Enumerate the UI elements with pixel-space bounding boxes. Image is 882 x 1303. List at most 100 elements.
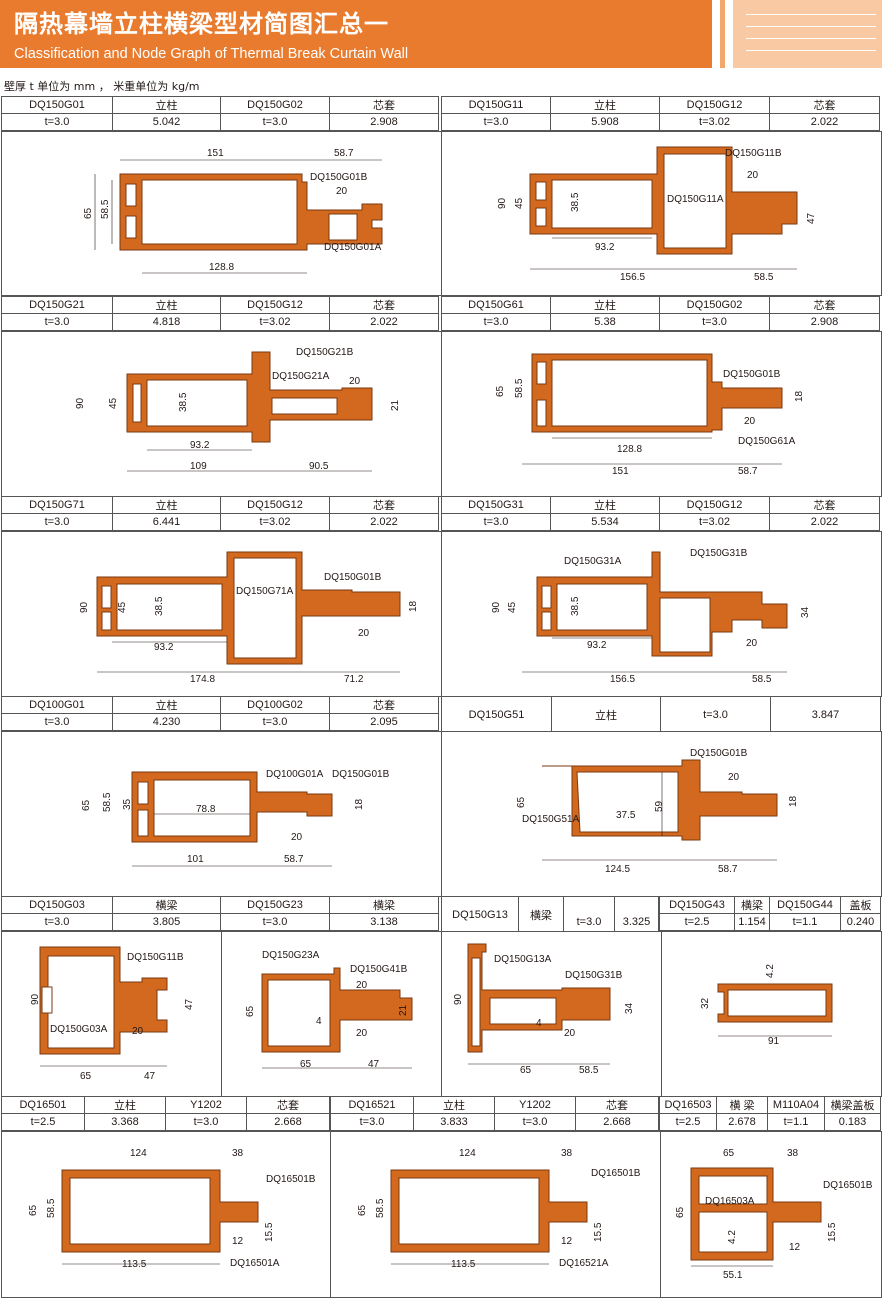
type-cell: 盖板 bbox=[840, 896, 881, 914]
spec-table-dq150g13: DQ150G13 横梁 t=3.0 3.325 bbox=[441, 896, 659, 933]
weight-cell: 3.138 bbox=[329, 913, 439, 931]
dim-label: 20 bbox=[746, 638, 758, 649]
dim-label: 4 bbox=[536, 1018, 542, 1029]
type-cell: 横梁 bbox=[329, 896, 439, 914]
model-cell: DQ150G03 bbox=[1, 896, 113, 914]
type-cell: 横梁 bbox=[112, 896, 221, 914]
thickness-cell: t=3.0 bbox=[330, 1113, 414, 1131]
dim-label: 65 bbox=[300, 1059, 312, 1070]
thickness-cell: t=3.0 bbox=[660, 696, 771, 733]
dim-label: 20 bbox=[358, 628, 370, 639]
type-cell: 芯套 bbox=[769, 96, 880, 114]
thickness-cell: t=3.0 bbox=[220, 913, 330, 931]
part-label: DQ150G13A bbox=[494, 954, 552, 965]
profile-drawing: 124 38 DQ16501B 65 58.5 12 15.5 113.5 DQ… bbox=[28, 1148, 316, 1270]
dim-label: 58.5 bbox=[752, 674, 772, 685]
dim-label: 65 bbox=[81, 799, 92, 811]
spec-table-dq16501: DQ16501 立柱 Y1202 芯套 t=2.5 3.368 t=3.0 2.… bbox=[1, 1096, 330, 1131]
part-label: DQ150G71A bbox=[236, 586, 294, 597]
model-cell: DQ16501 bbox=[1, 1096, 85, 1114]
spec-table-dq100g01: DQ100G01 立柱 DQ100G02 芯套 t=3.0 4.230 t=3.… bbox=[1, 696, 439, 731]
model-cell: DQ150G01 bbox=[1, 96, 113, 114]
dim-label: 71.2 bbox=[344, 674, 364, 685]
model-cell: DQ16521 bbox=[330, 1096, 414, 1114]
dim-label: 47 bbox=[144, 1071, 156, 1082]
dim-label: 58.5 bbox=[579, 1065, 599, 1076]
dim-label: 90 bbox=[491, 601, 502, 613]
weight-cell: 6.441 bbox=[112, 513, 221, 531]
dim-label: 45 bbox=[108, 397, 119, 409]
weight-cell: 5.534 bbox=[550, 513, 660, 531]
thickness-cell: t=3.0 bbox=[165, 1113, 247, 1131]
model-cell: DQ150G31 bbox=[441, 496, 551, 514]
dim-label: 18 bbox=[788, 795, 799, 807]
type-cell: 立柱 bbox=[550, 496, 660, 514]
model-cell: DQ150G44 bbox=[769, 896, 841, 914]
part-label: DQ150G51A bbox=[522, 814, 580, 825]
dim-label: 18 bbox=[408, 600, 419, 612]
dim-label: 78.8 bbox=[196, 804, 216, 815]
type-cell: 芯套 bbox=[329, 96, 439, 114]
thickness-cell: t=3.0 bbox=[563, 896, 615, 933]
weight-cell: 2.908 bbox=[769, 313, 880, 331]
dim-label: 45 bbox=[514, 197, 525, 209]
part-label: DQ150G11B bbox=[127, 952, 184, 963]
weight-cell: 2.022 bbox=[769, 513, 880, 531]
thickness-cell: t=3.02 bbox=[659, 513, 770, 531]
type-cell: 横梁 bbox=[734, 896, 770, 914]
dim-label: 124 bbox=[459, 1148, 476, 1159]
type-cell: 芯套 bbox=[246, 1096, 330, 1114]
dim-label: 47 bbox=[184, 998, 195, 1010]
dim-label: 113.5 bbox=[451, 1259, 476, 1270]
dim-label: 32 bbox=[700, 997, 711, 1009]
type-cell: 立柱 bbox=[112, 296, 221, 314]
dim-label: 90 bbox=[75, 397, 86, 409]
thickness-cell: t=3.02 bbox=[659, 113, 770, 131]
dim-label: 65 bbox=[245, 1005, 256, 1017]
model-cell: DQ150G12 bbox=[220, 296, 330, 314]
thickness-cell: t=2.5 bbox=[1, 1113, 85, 1131]
part-label: DQ150G21A bbox=[272, 371, 330, 382]
dim-label: 90.5 bbox=[309, 461, 329, 472]
unit-note: 壁厚 t 单位为 mm ， 米重单位为 kg/m bbox=[4, 80, 200, 93]
part-label: DQ150G31A bbox=[564, 556, 622, 567]
dim-label: 58.7 bbox=[738, 466, 758, 477]
dim-label: 65 bbox=[520, 1065, 532, 1076]
dim-label: 65 bbox=[495, 385, 506, 397]
dim-label: 156.5 bbox=[610, 674, 635, 685]
type-cell: 芯套 bbox=[575, 1096, 659, 1114]
type-cell: 立柱 bbox=[84, 1096, 166, 1114]
weight-cell: 4.230 bbox=[112, 713, 221, 731]
weight-cell: 2.668 bbox=[575, 1113, 659, 1131]
weight-cell: 3.325 bbox=[614, 896, 659, 933]
thickness-cell: t=3.0 bbox=[441, 113, 551, 131]
type-cell: 芯套 bbox=[769, 296, 880, 314]
part-label: DQ100G01A bbox=[266, 769, 324, 780]
profile-drawing: 65 58.5 DQ150G01B 18 20 DQ150G61A 128.8 … bbox=[495, 353, 805, 477]
dim-label: 20 bbox=[747, 170, 759, 181]
model-cell: DQ150G21 bbox=[1, 296, 113, 314]
spec-table-dq150g11: DQ150G11 立柱 DQ150G12 芯套 t=3.0 5.908 t=3.… bbox=[441, 96, 880, 131]
spec-table-dq16503: DQ16503 横 梁 M110A04 横梁盖板 t=2.5 2.678 t=1… bbox=[659, 1096, 881, 1131]
spec-table-dq150g51: DQ150G51 立柱 t=3.0 3.847 bbox=[441, 696, 881, 733]
model-cell: DQ150G23 bbox=[220, 896, 330, 914]
weight-cell: 5.908 bbox=[550, 113, 660, 131]
dim-label: 21 bbox=[398, 1004, 409, 1016]
dim-label: 65 bbox=[28, 1204, 39, 1216]
dim-label: 58.7 bbox=[718, 864, 738, 875]
thickness-cell: t=3.02 bbox=[220, 313, 330, 331]
dim-label: 4 bbox=[316, 1016, 322, 1027]
profile-drawing: 65 38 DQ16501B DQ16503A 65 4.2 12 15.5 5… bbox=[675, 1148, 873, 1281]
part-label: DQ16501B bbox=[266, 1174, 316, 1185]
title-cn: 隔热幕墙立柱横梁型材简图汇总一 bbox=[14, 10, 389, 38]
weight-cell: 3.833 bbox=[413, 1113, 495, 1131]
dim-label: 58.7 bbox=[284, 854, 304, 865]
profile-drawing: DQ150G13A DQ150G31B 90 4 20 34 65 58.5 bbox=[453, 943, 635, 1076]
part-label: DQ150G31B bbox=[690, 548, 748, 559]
profile-drawing: 4.2 32 91 bbox=[700, 964, 833, 1047]
dim-label: 93.2 bbox=[190, 440, 210, 451]
dim-label: 4.2 bbox=[727, 1230, 738, 1244]
weight-cell: 0.183 bbox=[824, 1113, 881, 1131]
weight-cell: 2.678 bbox=[716, 1113, 768, 1131]
dim-label: 20 bbox=[336, 186, 348, 197]
